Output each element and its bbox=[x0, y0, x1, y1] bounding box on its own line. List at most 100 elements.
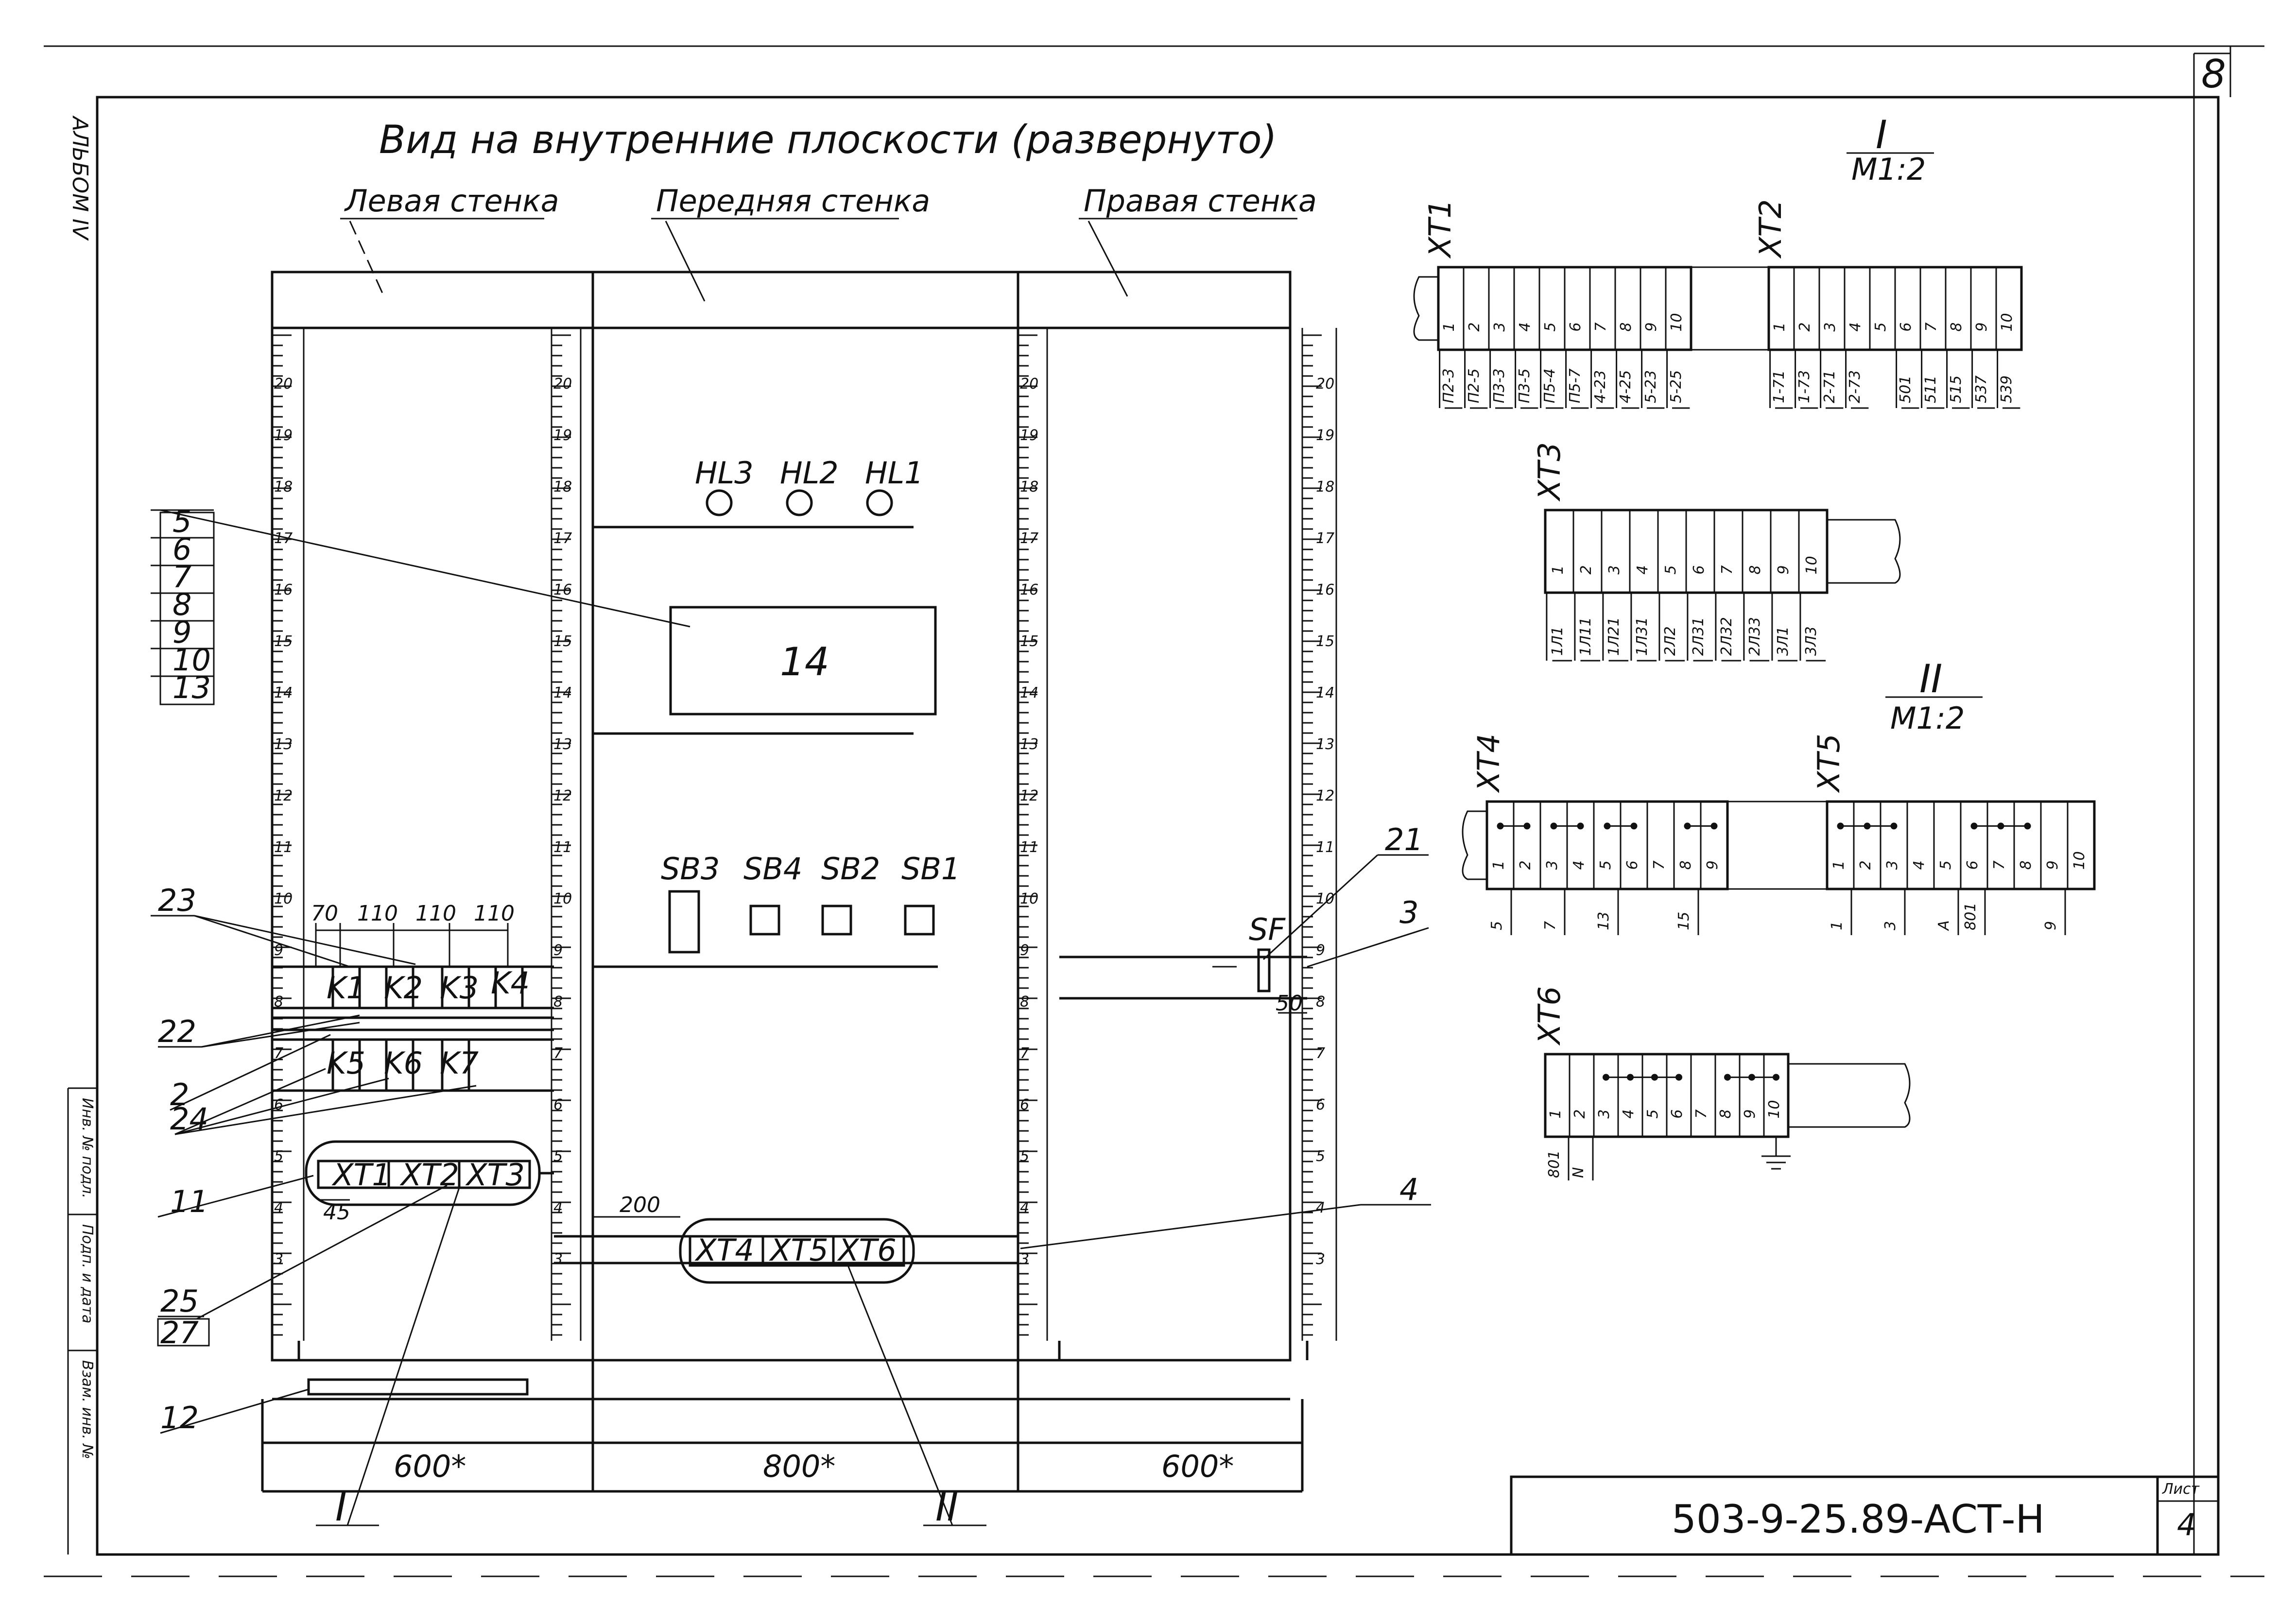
terminal-cell: 4 bbox=[1847, 323, 1864, 332]
rail-tick-label: 4 bbox=[553, 1199, 563, 1216]
terminal-cell: 5 bbox=[1542, 323, 1559, 332]
terminal-cell: 10 bbox=[1999, 313, 2016, 331]
terminal-cell: 2 bbox=[1466, 323, 1483, 332]
callout-2: 2 bbox=[170, 1077, 189, 1112]
rail-tick-label: 12 bbox=[1316, 787, 1334, 804]
wire-label: 2-71 bbox=[1821, 370, 1838, 403]
terminal-strip-name: XT2 bbox=[1753, 199, 1788, 259]
rail-tick-label: 12 bbox=[1020, 787, 1038, 804]
detail-ii-roman: II bbox=[1919, 656, 1942, 701]
terminal-cell: 10 bbox=[2071, 851, 2088, 870]
terminal-cell: 3 bbox=[1606, 565, 1623, 575]
terminal-cell: 8 bbox=[1618, 323, 1635, 332]
document-code: 503-9-25.89-АСТ-Н bbox=[1672, 1497, 2045, 1542]
terminal-cell: 4 bbox=[1620, 1110, 1637, 1119]
callout-4: 4 bbox=[1399, 1172, 1418, 1207]
relay-k4: K4 bbox=[491, 965, 530, 1001]
terminal-cell: 1 bbox=[1830, 860, 1847, 870]
terminal-cell: 4 bbox=[1634, 565, 1651, 575]
sheet-frame bbox=[44, 45, 2264, 1577]
rail-tick-label: 14 bbox=[553, 684, 572, 701]
callout-23: 23 bbox=[158, 883, 196, 918]
rail-tick-label: 15 bbox=[1316, 633, 1334, 650]
wire-label: 2Л31 bbox=[1690, 617, 1707, 656]
tb-label-xt1: XT1 bbox=[331, 1157, 391, 1193]
terminal-cell: 7 bbox=[1991, 860, 2008, 870]
terminal-cell: 8 bbox=[1717, 1110, 1734, 1119]
rail-tick-label: 6 bbox=[553, 1096, 563, 1113]
wire-label: 5-25 bbox=[1668, 370, 1685, 403]
wire-label: 3 bbox=[1882, 921, 1899, 930]
relay-dim-70: 70 bbox=[311, 901, 338, 926]
wire-label: 15 bbox=[1675, 912, 1692, 930]
terminal-cell: 10 bbox=[1803, 556, 1820, 574]
rail-tick-label: 12 bbox=[274, 787, 293, 804]
rail-tick-label: 20 bbox=[1316, 376, 1334, 393]
rail-tick-label: 4 bbox=[1020, 1199, 1029, 1216]
terminal-cell: 1 bbox=[1771, 323, 1788, 332]
drawing-title: Вид на внутренние плоскости (развернуто) bbox=[379, 117, 1277, 162]
terminal-cell: 4 bbox=[1571, 860, 1588, 870]
relay-area bbox=[272, 923, 554, 1092]
rail-scale-labels: 2019181716151413121110987654320191817161… bbox=[274, 376, 1334, 1268]
detail-i-roman: I bbox=[1876, 112, 1887, 157]
ground-icon bbox=[1761, 1137, 1791, 1170]
rail-tick-label: 6 bbox=[274, 1096, 283, 1113]
rail-tick-label: 14 bbox=[1020, 684, 1038, 701]
callout-3: 3 bbox=[1399, 895, 1418, 930]
terminal-cell: 5 bbox=[1662, 565, 1679, 575]
wire-label: 2Л2 bbox=[1662, 626, 1679, 656]
terminal-cell: 9 bbox=[1973, 323, 1990, 332]
terminal-cell: 4 bbox=[1517, 323, 1534, 332]
rail-tick-label: 16 bbox=[553, 581, 572, 598]
terminal-cell: 1 bbox=[1490, 860, 1507, 870]
rail-tick-label: 5 bbox=[1020, 1148, 1029, 1165]
callout-11: 11 bbox=[170, 1184, 208, 1219]
rail-tick-label: 19 bbox=[1020, 427, 1038, 444]
terminal-cell: 1 bbox=[1550, 565, 1567, 575]
callout-stack-item: 7 bbox=[173, 559, 191, 595]
callout-stack-item: 13 bbox=[173, 670, 211, 705]
display-unit bbox=[669, 606, 937, 716]
wire-label: 3Л3 bbox=[1803, 626, 1820, 656]
wire-label: 4-25 bbox=[1617, 370, 1634, 403]
rail-tick-label: 18 bbox=[274, 478, 293, 495]
rail-tick-label: 7 bbox=[553, 1045, 563, 1062]
wire-label: 3Л1 bbox=[1775, 626, 1792, 656]
side-stamp: АЛЬБОМ IV bbox=[68, 115, 92, 241]
lamp-label-hl2: HL2 bbox=[780, 455, 839, 491]
lamp-label-hl1: HL1 bbox=[865, 455, 924, 491]
rail-tick-label: 15 bbox=[1020, 633, 1038, 650]
wire-label: 537 bbox=[1973, 376, 1990, 403]
terminal-cell: 10 bbox=[1766, 1100, 1783, 1118]
wire-label: 801 bbox=[1546, 1150, 1563, 1178]
rail-tick-label: 19 bbox=[1316, 427, 1334, 444]
terminal-cell: 9 bbox=[1742, 1110, 1759, 1119]
rail-tick-label: 5 bbox=[274, 1148, 283, 1165]
terminal-cell: 7 bbox=[1719, 565, 1736, 575]
terminal-cell: 9 bbox=[1704, 860, 1721, 870]
wire-label: П5-4 bbox=[1541, 368, 1558, 403]
section-mark-i: I bbox=[335, 1485, 347, 1530]
rail-tick-label: 7 bbox=[1020, 1045, 1029, 1062]
terminal-cell: 5 bbox=[1937, 860, 1954, 870]
wire-label: П2-5 bbox=[1466, 368, 1483, 403]
relay-dim-110b: 110 bbox=[415, 901, 456, 926]
wire-label: П2-3 bbox=[1440, 368, 1457, 403]
terminal-cell: 8 bbox=[1677, 860, 1694, 870]
rail-tick-label: 16 bbox=[274, 581, 293, 598]
side-strip-text-3: Взам. инв. № bbox=[79, 1360, 96, 1459]
terminal-cell: 7 bbox=[1651, 860, 1668, 870]
terminal-cell: 5 bbox=[1872, 323, 1889, 332]
terminal-cell: 3 bbox=[1544, 860, 1561, 870]
callout-24: 24 bbox=[170, 1101, 208, 1137]
rail-tick-label: 3 bbox=[1020, 1251, 1029, 1268]
terminal-cell: 9 bbox=[2044, 860, 2061, 870]
dim-200: 200 bbox=[620, 1193, 660, 1217]
rail-tick-label: 16 bbox=[1020, 581, 1038, 598]
wire-label: 1-73 bbox=[1796, 370, 1813, 403]
callout-25: 25 bbox=[160, 1283, 199, 1319]
rail-tick-label: 8 bbox=[1316, 993, 1325, 1010]
